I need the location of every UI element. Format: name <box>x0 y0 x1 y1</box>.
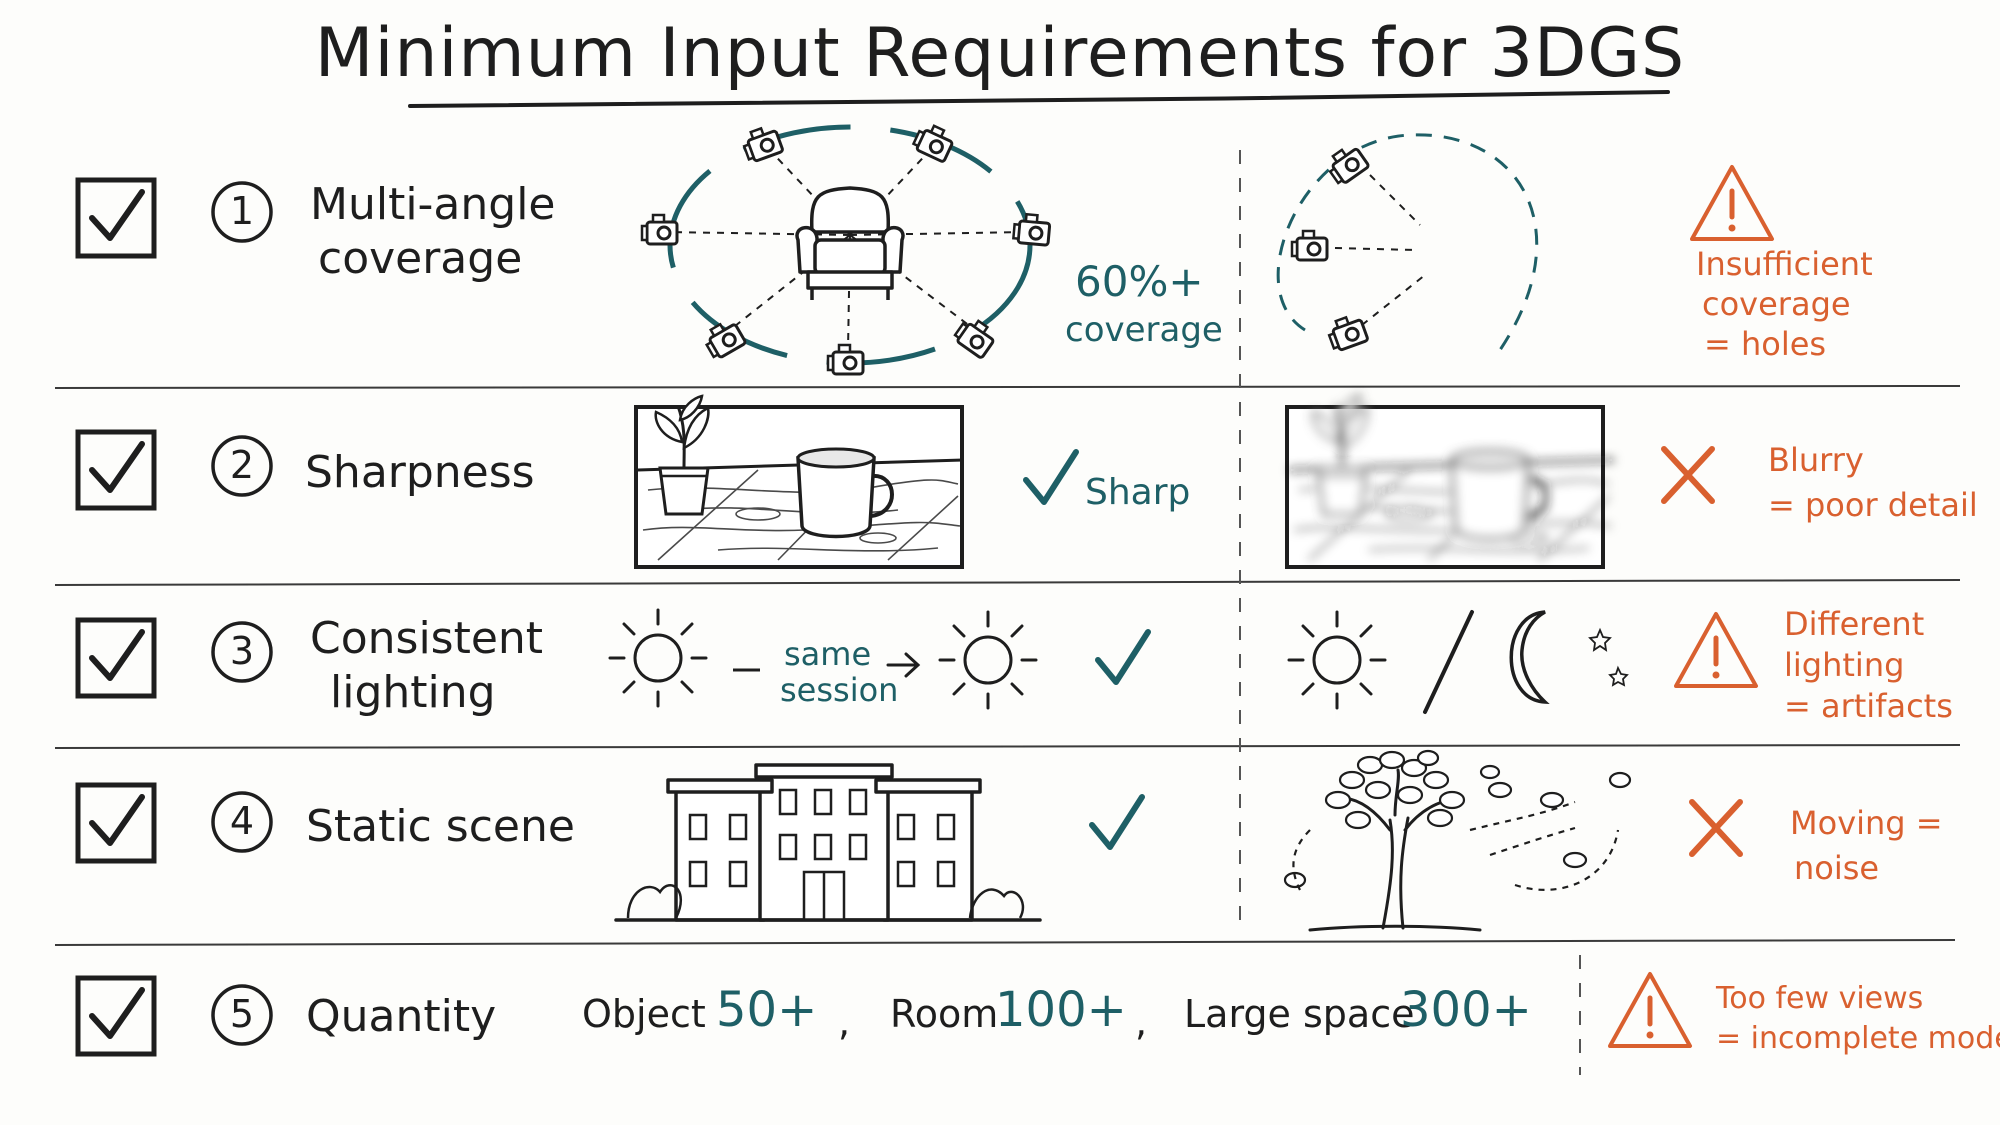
quantity-object-name: Object <box>582 992 706 1036</box>
quantity-large-space-value: 300+ <box>1400 982 1532 1038</box>
row3-good-note-line1: same <box>784 635 872 673</box>
row4-label: Static scene <box>306 801 575 852</box>
row5-bad-note-line1: Too few views <box>1716 981 1924 1016</box>
row1-label-line1: Multi-angle <box>310 179 556 230</box>
row3-number: 3 <box>229 629 255 673</box>
page-title: Minimum Input Requirements for 3DGS <box>314 14 1686 93</box>
row4-bad-note-line1: Moving = <box>1790 804 1943 842</box>
quantity-large-space-name: Large space <box>1184 992 1415 1036</box>
row1-good-note-line2: coverage <box>1065 310 1223 350</box>
row3-label-line2: lighting <box>330 667 496 718</box>
row2-label: Sharpness <box>305 447 535 498</box>
row1-good-note-line1: 60%+ <box>1075 257 1204 306</box>
row1-bad-note-line3: = holes <box>1704 325 1827 363</box>
row4-bad-note-line2: noise <box>1794 849 1880 887</box>
row1-bad-note-line2: coverage <box>1702 285 1851 323</box>
quantity-object-value: 50+ <box>716 982 818 1038</box>
row2-number: 2 <box>229 443 255 487</box>
quantity-room-value: 100+ <box>995 982 1127 1038</box>
quantity-room-name: Room <box>890 992 999 1036</box>
row1-label-line2: coverage <box>318 233 523 284</box>
row3-bad-note-line1: Different <box>1784 605 1925 643</box>
row3-bad-note-line2: lighting <box>1784 646 1905 684</box>
row2-bad-note-line1: Blurry <box>1768 441 1864 479</box>
quantity-separator-2: , <box>1135 1000 1148 1044</box>
quantity-separator-1: , <box>838 1000 851 1044</box>
row5-bad-note-line2: = incomplete model <box>1716 1021 2000 1056</box>
row2-good-note: Sharp <box>1085 472 1191 513</box>
row1-number: 1 <box>229 189 255 233</box>
row3-bad-note-line3: = artifacts <box>1784 687 1953 725</box>
row4-number: 4 <box>229 799 255 843</box>
row2-bad-note-line2: = poor detail <box>1768 486 1978 524</box>
row1-bad-note-line1: Insufficient <box>1696 245 1873 283</box>
row5-label: Quantity <box>306 991 497 1042</box>
row3-label-line1: Consistent <box>310 613 544 664</box>
row5-number: 5 <box>229 992 255 1036</box>
row3-good-note-line2: session <box>780 671 899 709</box>
